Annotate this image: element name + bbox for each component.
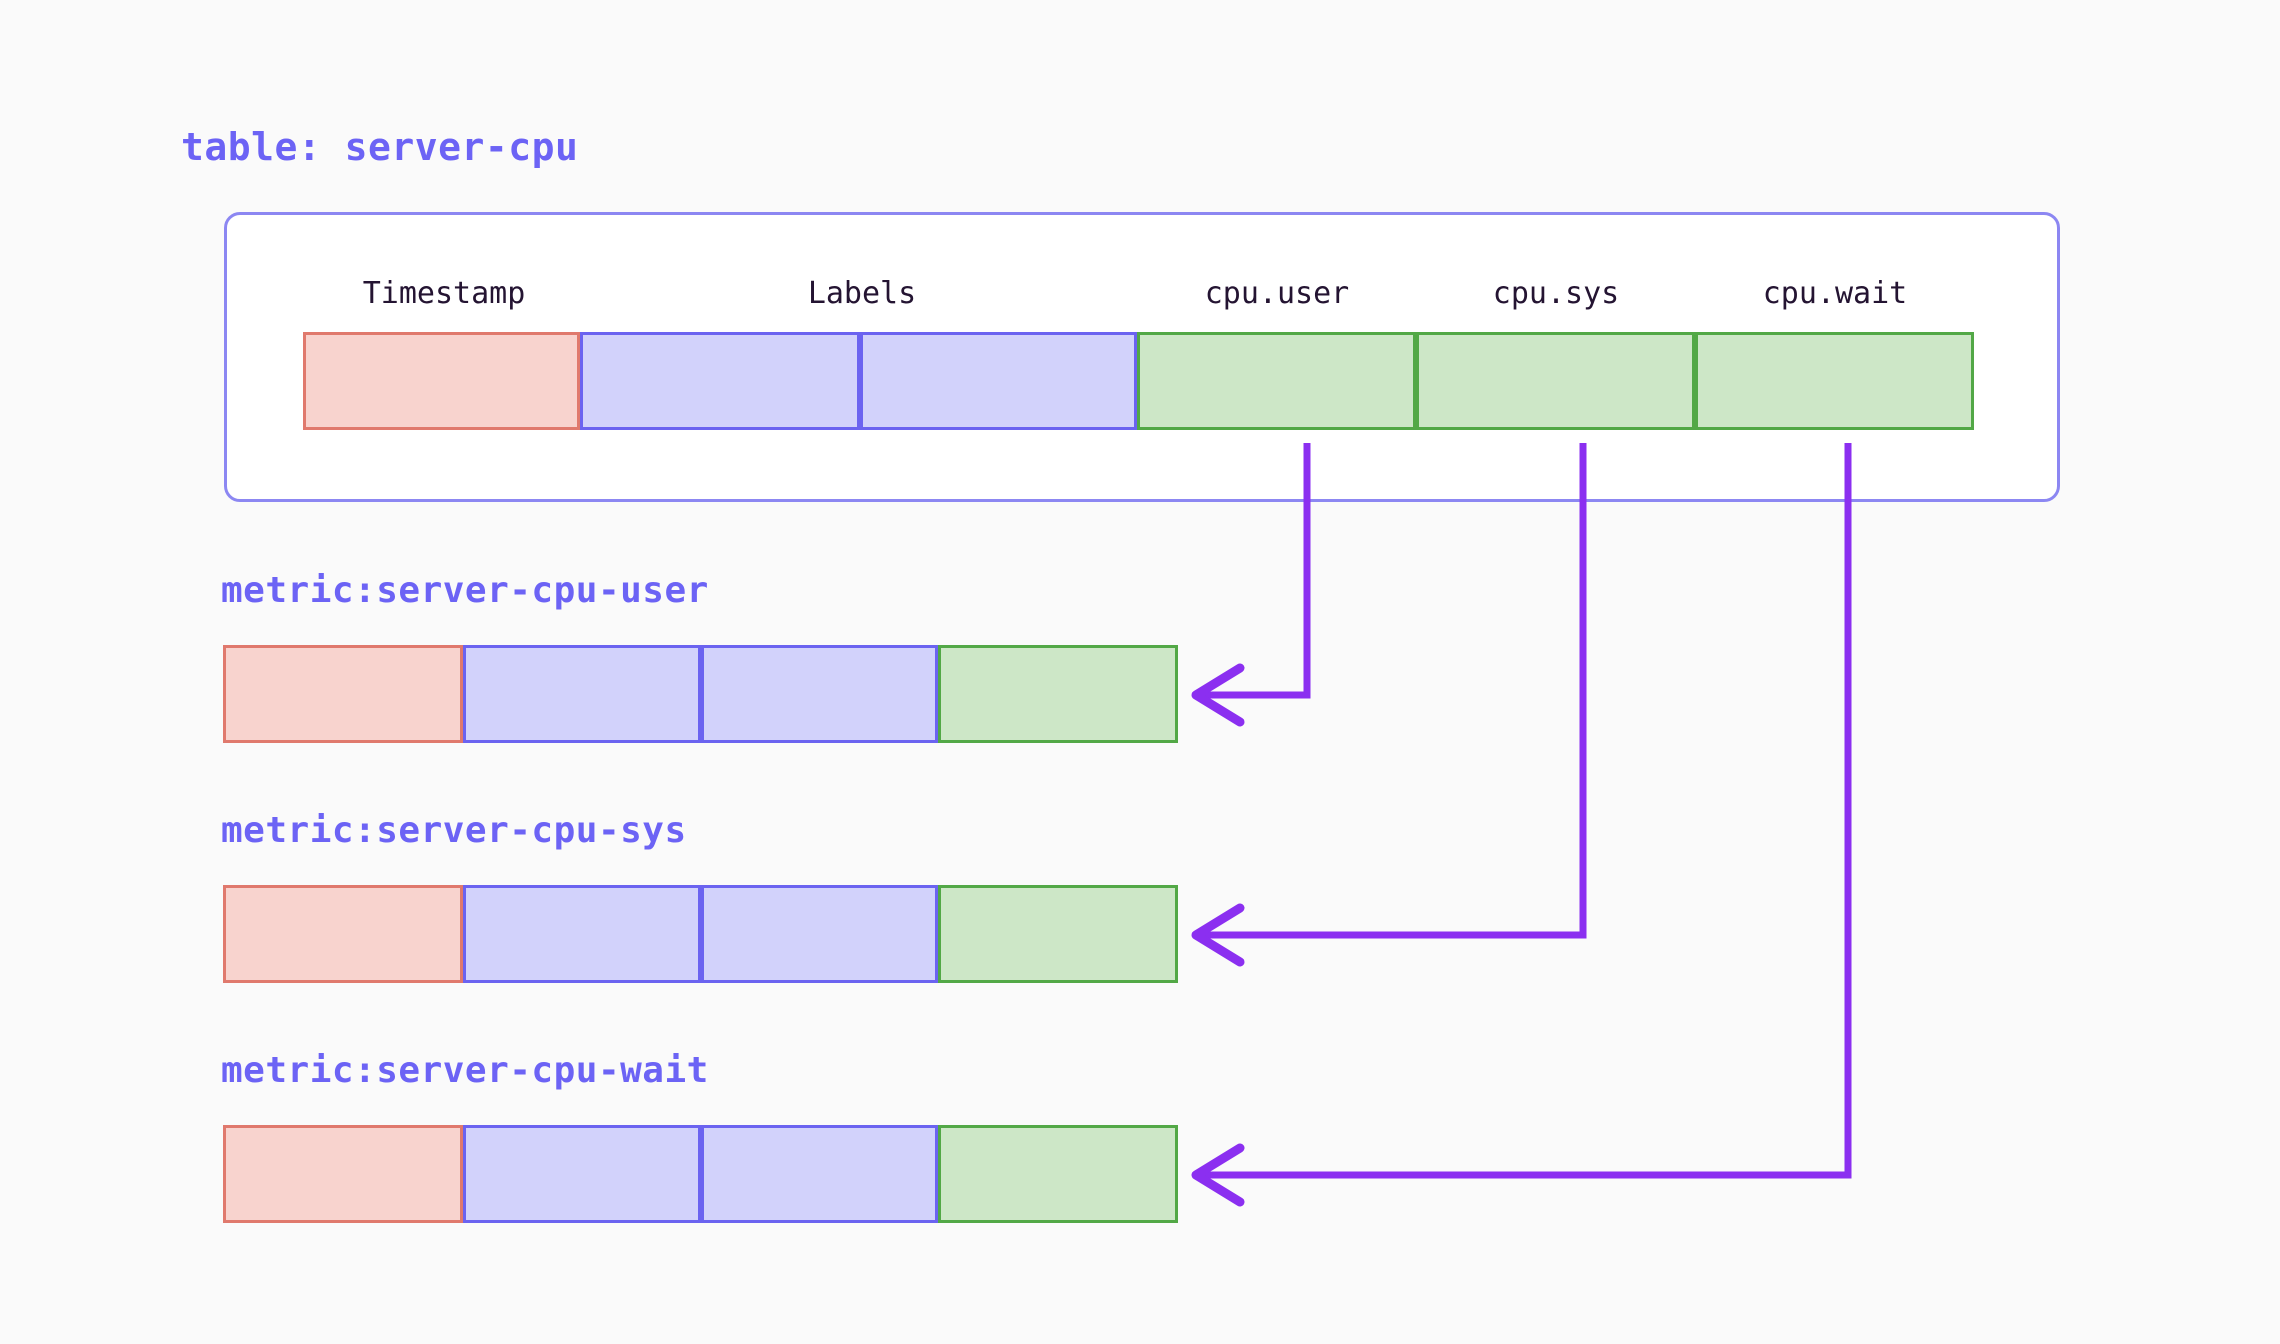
metric-cell-label-1	[463, 885, 701, 983]
column-header-labels: Labels	[807, 276, 917, 311]
metric-cell-label-2	[701, 1125, 938, 1223]
metric-cell-label-1	[463, 645, 701, 743]
table-cell-timestamp	[303, 332, 580, 430]
column-header-cpu-user: cpu.user	[1204, 276, 1350, 311]
table-cell-label-1	[580, 332, 860, 430]
column-header-timestamp: Timestamp	[362, 276, 526, 311]
metric-title-user: metric:server-cpu-user	[221, 570, 709, 611]
arrow-path-cpu-wait	[1200, 443, 1852, 1179]
metric-cell-value	[938, 645, 1178, 743]
table-title: table: server-cpu	[181, 125, 579, 169]
arrow-head-cpu-wait	[1191, 1143, 1245, 1207]
column-header-cpu-wait: cpu.wait	[1762, 276, 1908, 311]
table-cell-cpu-sys	[1416, 332, 1695, 430]
metric-title-sys: metric:server-cpu-sys	[221, 810, 687, 851]
arrow-head-cpu-user	[1191, 663, 1245, 727]
metric-cell-value	[938, 1125, 1178, 1223]
table-cell-cpu-user	[1137, 332, 1416, 430]
table-cell-label-2	[860, 332, 1137, 430]
metric-cell-label-1	[463, 1125, 701, 1223]
metric-cell-label-2	[701, 645, 938, 743]
metric-cell-label-2	[701, 885, 938, 983]
arrow-path-cpu-sys	[1200, 443, 1587, 939]
metric-cell-timestamp	[223, 1125, 463, 1223]
arrow-head-cpu-sys	[1191, 903, 1245, 967]
column-header-cpu-sys: cpu.sys	[1492, 276, 1620, 311]
metric-cell-timestamp	[223, 885, 463, 983]
metric-cell-timestamp	[223, 645, 463, 743]
metric-cell-value	[938, 885, 1178, 983]
metric-title-wait: metric:server-cpu-wait	[221, 1050, 709, 1091]
table-cell-cpu-wait	[1695, 332, 1974, 430]
